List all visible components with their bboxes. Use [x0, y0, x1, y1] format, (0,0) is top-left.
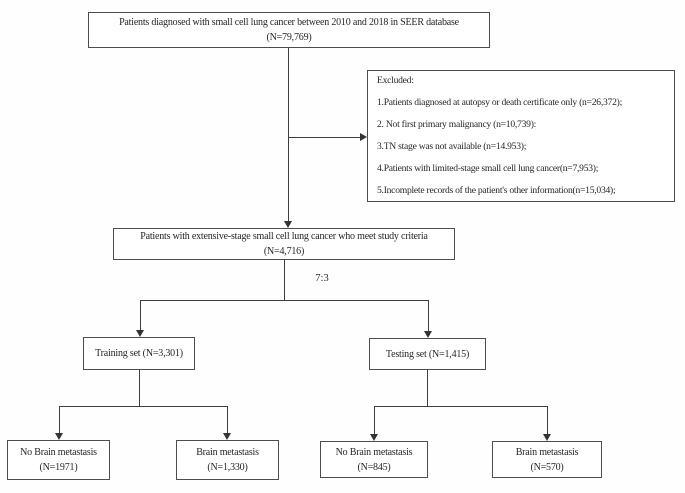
connector-to-testing-arrowhead	[424, 331, 432, 338]
node-training-no-bm-text: No Brain metastasis	[20, 447, 97, 458]
split-bar-training-outcomes	[59, 406, 227, 407]
node-testing-set-text: Testing set (N=1,415)	[385, 348, 470, 360]
node-excluded-item-5: 5.Incomplete records of the patient's ot…	[377, 185, 616, 196]
node-testing-no-bm-count: (N=845)	[357, 461, 391, 473]
connector-to-excluded-arrowhead	[360, 133, 367, 141]
node-testing-bm-count: (N=570)	[530, 461, 564, 473]
node-testing-no-bm-text: No Brain metastasis	[335, 446, 413, 458]
node-training-set-text: Training set (N=3,301)	[95, 348, 183, 359]
node-seer-cohort-count: (N=79,769)	[266, 32, 312, 43]
connector-to-training-bm-arrowhead	[223, 433, 231, 440]
connector-to-training-bm-line	[227, 406, 228, 433]
node-testing-set: Testing set (N=1,415)	[369, 338, 486, 370]
node-excluded-item-3: 3.TN stage was not available (n=14.953);	[377, 141, 527, 152]
node-training-no-bm-count: (N=1971)	[39, 462, 78, 473]
node-testing-bm-text: Brain metastasis	[515, 446, 579, 458]
connector-seer-to-criteria-arrowhead	[284, 221, 292, 228]
connector-criteria-to-split-line	[284, 260, 285, 300]
node-training-bm-text: Brain metastasis	[196, 447, 259, 458]
split-bar-testing-outcomes	[374, 406, 547, 407]
node-excluded-title: Excluded:	[377, 75, 414, 86]
connector-to-training-line	[140, 300, 141, 330]
node-seer-cohort: Patients diagnosed with small cell lung …	[88, 12, 490, 48]
connector-to-testing-no-bm-line	[374, 406, 375, 434]
node-excluded-item-1: 1.Patients diagnosed at autopsy or death…	[377, 97, 622, 108]
connector-to-excluded-line	[288, 137, 360, 138]
connector-to-testing-bm-arrowhead	[543, 434, 551, 441]
connector-to-training-no-bm-line	[59, 406, 60, 433]
connector-to-training-no-bm-arrowhead	[55, 433, 63, 440]
node-study-criteria: Patients with extensive-stage small cell…	[113, 228, 455, 260]
connector-to-training-arrowhead	[136, 330, 144, 337]
connector-to-testing-no-bm-arrowhead	[370, 434, 378, 441]
node-testing-no-brain-metastasis: No Brain metastasis (N=845)	[320, 441, 428, 478]
split-ratio-label: 7:3	[315, 273, 329, 284]
node-study-criteria-text: Patients with extensive-stage small cell…	[140, 231, 428, 242]
node-training-set: Training set (N=3,301)	[83, 337, 195, 370]
node-training-bm-count: (N=1,330)	[207, 462, 248, 473]
node-excluded-item-4: 4.Patients with limited-stage small cell…	[377, 163, 599, 174]
connector-seer-to-criteria-line	[288, 48, 289, 221]
node-testing-brain-metastasis: Brain metastasis (N=570)	[492, 441, 602, 478]
node-training-no-brain-metastasis: No Brain metastasis (N=1971)	[7, 440, 110, 480]
node-training-brain-metastasis: Brain metastasis (N=1,330)	[176, 440, 279, 480]
node-excluded-item-2: 2. Not first primary malignancy (n=10,73…	[377, 119, 537, 130]
connector-to-testing-bm-line	[547, 406, 548, 434]
node-excluded: Excluded: 1.Patients diagnosed at autops…	[367, 70, 675, 202]
connector-training-down-line	[139, 370, 140, 406]
node-seer-cohort-text: Patients diagnosed with small cell lung …	[119, 17, 459, 28]
connector-testing-down-line	[427, 370, 428, 406]
node-study-criteria-count: (N=4,716)	[263, 246, 305, 257]
connector-to-testing-line	[428, 300, 429, 331]
split-bar-train-test	[140, 300, 428, 301]
